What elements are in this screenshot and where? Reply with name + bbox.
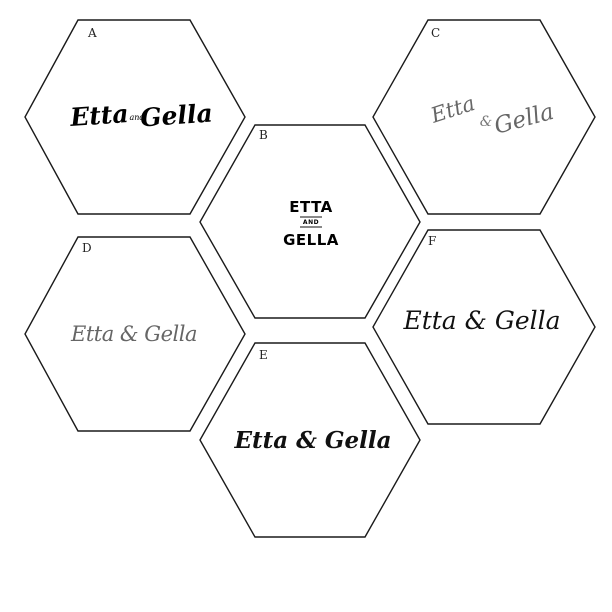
option-c-hexagon: [372, 19, 596, 215]
option-e-letter: E: [259, 348, 268, 362]
option-f-hexagon: [372, 229, 596, 425]
option-e-hexagon: [199, 342, 421, 538]
option-b-first-name: ETTA: [289, 198, 333, 216]
option-e-tile: E Etta & Gella: [199, 342, 421, 538]
option-e-wordmark: Etta & Gella: [233, 427, 391, 454]
option-f-tile: F Etta & Gella: [372, 229, 596, 425]
option-b-letter: B: [259, 128, 268, 142]
option-a-hexagon: [24, 19, 246, 215]
option-d-letter: D: [82, 241, 92, 255]
option-b-hexagon: [199, 124, 421, 319]
option-a-tile: A Etta and Gella: [24, 19, 246, 215]
option-d-hexagon: [24, 236, 246, 432]
option-d-tile: D Etta & Gella: [24, 236, 246, 432]
option-c-tile: C Etta & Gella: [372, 19, 596, 215]
option-a-second-name: Gella: [139, 99, 213, 133]
option-b-second-name: GELLA: [283, 231, 339, 249]
option-b-wordmark: ETTA AND GELLA: [283, 198, 339, 249]
option-a-first-name: Etta: [68, 99, 129, 132]
option-f-wordmark: Etta & Gella: [402, 306, 560, 335]
option-a-wordmark: Etta and Gella: [68, 99, 213, 133]
option-a-letter: A: [87, 26, 97, 40]
option-d-wordmark: Etta & Gella: [70, 322, 197, 346]
option-c-joiner: &: [480, 114, 492, 130]
option-a-joiner: and: [129, 113, 144, 122]
option-b-tile: B ETTA AND GELLA: [199, 124, 421, 319]
option-c-letter: C: [431, 26, 440, 40]
option-b-joiner: AND: [303, 219, 319, 226]
option-f-letter: F: [428, 234, 436, 248]
